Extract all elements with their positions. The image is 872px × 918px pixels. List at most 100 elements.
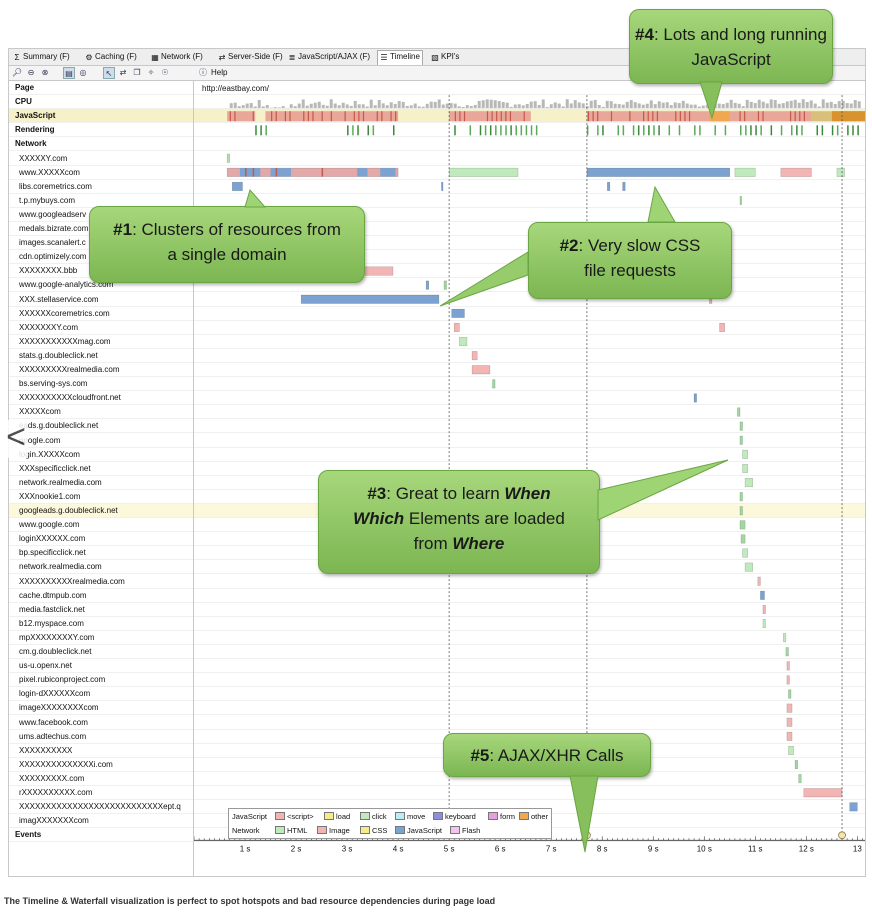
zoom-out-icon[interactable]: ⊖ [27, 68, 35, 77]
request-bar[interactable] [459, 337, 468, 347]
request-bar[interactable] [762, 604, 766, 614]
domain-row[interactable]: www.google-analytics.com [9, 278, 865, 293]
column-divider[interactable] [193, 81, 194, 876]
request-bar[interactable] [783, 633, 787, 643]
request-bar[interactable] [492, 379, 496, 389]
request-bar[interactable] [742, 548, 748, 558]
help-button[interactable]: Help [211, 68, 228, 77]
domain-row[interactable]: us-u.openx.net [9, 659, 865, 674]
request-bar[interactable] [737, 407, 741, 417]
domain-row[interactable]: imageXXXXXXXXcom [9, 701, 865, 716]
domain-row[interactable]: cdn.optimizely.com [9, 250, 865, 265]
request-bar[interactable] [739, 520, 746, 530]
request-bar[interactable] [245, 168, 247, 177]
request-bar[interactable] [739, 435, 743, 445]
request-bar[interactable] [742, 449, 748, 459]
request-bar[interactable] [786, 731, 793, 741]
row-rendering[interactable]: Rendering [9, 123, 865, 138]
request-bar[interactable] [739, 492, 743, 502]
domain-row[interactable]: t.p.mybuys.com [9, 194, 865, 208]
request-bar[interactable] [270, 168, 291, 177]
domain-row[interactable]: XXXXXXXY.com [9, 321, 865, 335]
request-bar[interactable] [849, 802, 858, 812]
list-view-icon[interactable]: ▤ [63, 67, 75, 79]
domain-row[interactable]: cm.g.doubleclick.net [9, 645, 865, 660]
request-bar[interactable] [786, 717, 793, 727]
domain-row[interactable]: XXXXXXXXXrealmedia.com [9, 363, 865, 378]
request-bar[interactable] [788, 745, 794, 755]
request-bar[interactable] [357, 168, 368, 177]
request-bar[interactable] [443, 280, 447, 290]
domain-row[interactable]: login-dXXXXXXcom [9, 687, 865, 702]
request-bar[interactable] [226, 153, 230, 163]
request-bar[interactable] [742, 463, 748, 473]
domain-row[interactable]: cache.dtmpub.com [9, 589, 865, 603]
tab-2[interactable]: ▦Network (F) [149, 51, 205, 63]
domain-row[interactable]: ums.adtechus.com [9, 730, 865, 744]
domain-row[interactable]: www.facebook.com [9, 716, 865, 730]
back-arrow-icon[interactable]: < [4, 420, 28, 458]
request-bar[interactable] [300, 294, 440, 304]
request-bar[interactable] [425, 280, 429, 290]
request-bar[interactable] [836, 167, 845, 177]
lightbulb-icon[interactable]: ☉ [161, 68, 169, 77]
request-bar[interactable] [321, 168, 324, 177]
request-bar[interactable] [693, 393, 697, 403]
domain-row[interactable]: login.XXXXXcom [9, 448, 865, 462]
zoom-reset-icon[interactable]: ⊗ [41, 68, 49, 77]
request-bar[interactable] [780, 167, 812, 177]
request-bar[interactable] [471, 351, 478, 361]
request-bar[interactable] [586, 167, 731, 177]
request-bar[interactable] [744, 478, 753, 488]
request-bar[interactable] [232, 181, 243, 191]
request-bar[interactable] [448, 167, 519, 177]
request-bar[interactable] [786, 675, 790, 685]
help-icon[interactable]: ⓘ [199, 68, 207, 77]
domain-row[interactable]: XXXXXXXXXXXmag.com [9, 335, 865, 349]
request-bar[interactable] [471, 365, 491, 375]
request-bar[interactable] [786, 661, 790, 671]
request-bar[interactable] [788, 689, 792, 699]
domain-row[interactable]: XXXXXXXXXXrealmedia.com [9, 575, 865, 589]
event-icon[interactable] [838, 831, 846, 840]
request-bar[interactable] [362, 266, 394, 276]
globe-icon[interactable]: ◎ [79, 68, 87, 77]
domain-row[interactable]: medals.bizrate.com [9, 222, 865, 237]
request-bar[interactable] [786, 703, 793, 713]
tab-4[interactable]: ≣JavaScript/AJAX (F) [286, 51, 372, 63]
row-network[interactable]: Network [9, 137, 865, 152]
request-bar[interactable] [739, 196, 742, 206]
request-bar[interactable] [607, 181, 611, 191]
request-bar[interactable] [380, 168, 396, 177]
pointer-icon[interactable]: ↖ [103, 67, 115, 79]
request-bar[interactable] [622, 181, 626, 191]
tab-6[interactable]: ▧KPI's [429, 51, 461, 63]
domain-row[interactable]: XXXXXcom [9, 405, 865, 420]
domain-row[interactable]: images.scanalert.c [9, 236, 865, 251]
domain-row[interactable]: XXXXXXcoremetrics.com [9, 307, 865, 321]
domain-row[interactable]: XXXXXXXXXX [9, 744, 865, 758]
request-bar[interactable] [757, 576, 761, 586]
request-bar[interactable] [740, 534, 746, 544]
row-cpu[interactable]: CPU [9, 95, 865, 110]
domain-row[interactable]: pixel.rubiconproject.com [9, 673, 865, 688]
event-icon[interactable] [583, 831, 591, 840]
request-bar[interactable] [734, 167, 756, 177]
domain-row[interactable]: XXXXXXXXX.com [9, 772, 865, 786]
request-bar[interactable] [785, 647, 789, 657]
request-bar[interactable] [803, 788, 843, 798]
link-icon[interactable]: ⇄ [119, 68, 127, 77]
domain-row[interactable]: stats.g.doubleclick.net [9, 349, 865, 363]
request-bar[interactable] [739, 506, 743, 516]
request-bar[interactable] [451, 308, 465, 318]
request-bar[interactable] [239, 168, 261, 177]
domain-row[interactable]: eads.g.doubleclick.net [9, 419, 865, 434]
domain-row[interactable]: XXXXXXXXXXXXXXi.com [9, 758, 865, 772]
domain-row[interactable]: google.com [9, 434, 865, 448]
domain-row[interactable]: www.XXXXXcom [9, 166, 865, 180]
request-bar[interactable] [739, 421, 743, 431]
row-events[interactable]: Events [9, 828, 865, 843]
request-bar[interactable] [762, 619, 766, 629]
filter-icon[interactable]: ✧ [147, 68, 155, 77]
